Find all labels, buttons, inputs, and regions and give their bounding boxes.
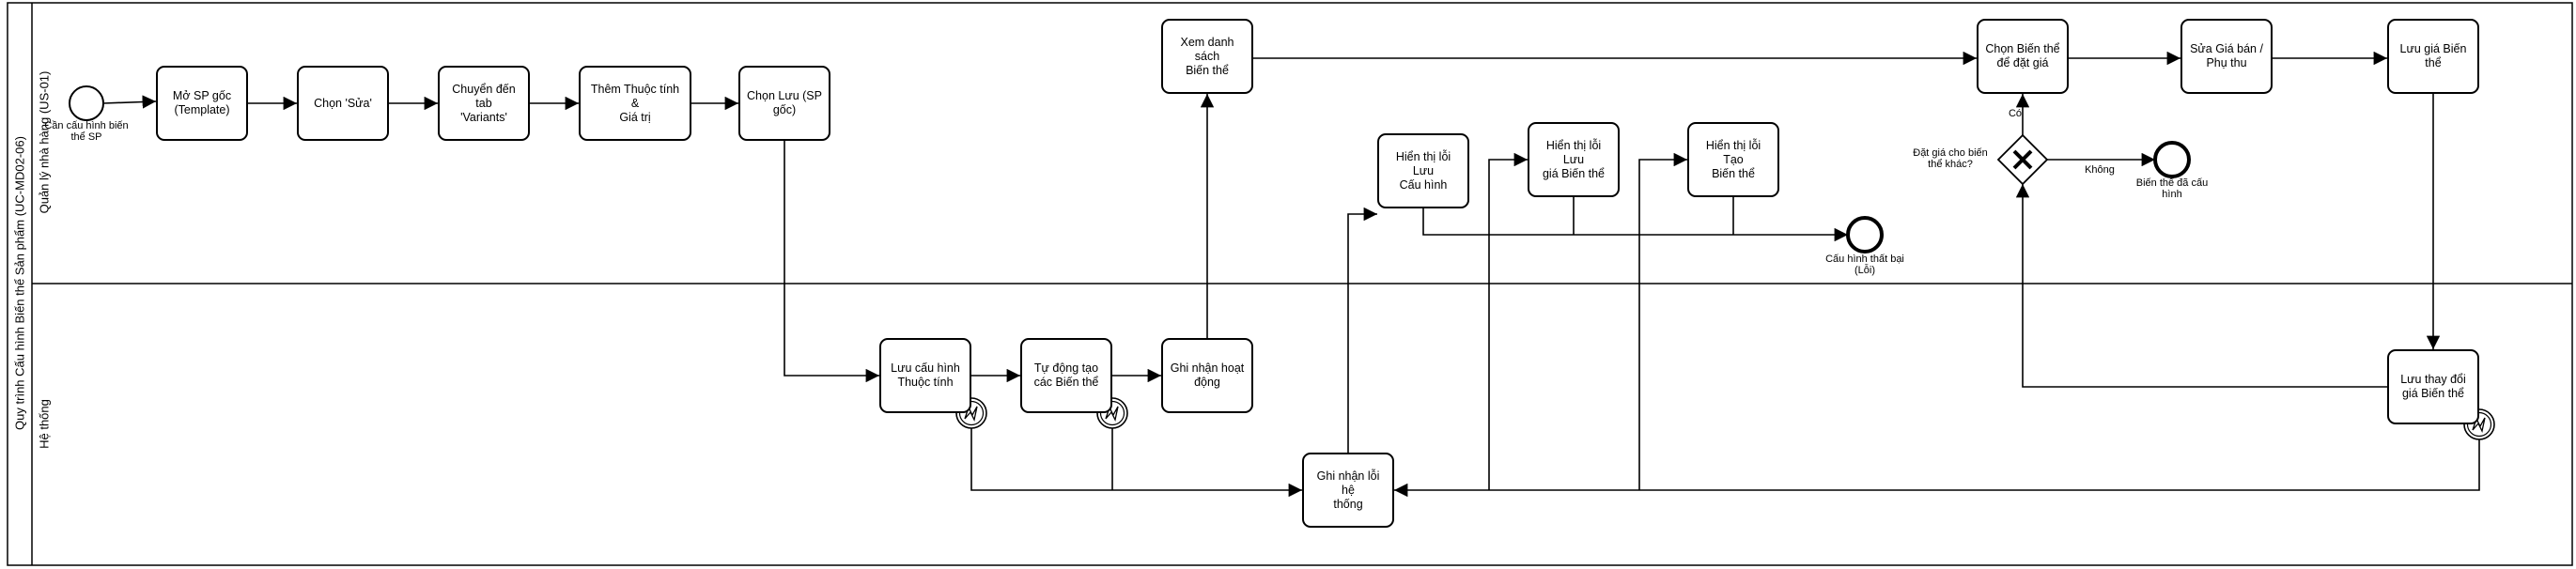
sequence-flow	[1347, 207, 1377, 453]
task-label: Lưu cấu hình Thuộc tính	[891, 361, 960, 389]
sequence-flow	[1638, 152, 1687, 490]
task-label: Ghi nhận hoạt động	[1170, 361, 1245, 389]
task-t-sys-save-price[interactable]: Lưu thay đổi giá Biến thể	[2387, 349, 2479, 424]
sequence-flow	[1422, 208, 1848, 242]
task-t-sys-err[interactable]: Ghi nhận lỗi hệ thống	[1302, 453, 1394, 528]
task-t-err-config[interactable]: Hiển thị lỗi Lưu Cấu hình	[1377, 133, 1469, 208]
sequence-flow	[970, 428, 1302, 498]
end-event-fail-label: Cấu hình thất bại (Lỗi)	[1825, 254, 1904, 276]
gateway-yes-label: Có	[2008, 108, 2023, 119]
task-t-view-list[interactable]: Xem danh sách Biến thể	[1161, 19, 1253, 94]
task-label: Lưu thay đổi giá Biến thể	[2400, 373, 2466, 400]
task-t-save[interactable]: Chọn Lưu (SP gốc)	[738, 66, 830, 141]
sequence-flow	[102, 95, 157, 109]
start-event[interactable]	[69, 85, 104, 121]
task-t-variants-tab[interactable]: Chuyển đến tab 'Variants'	[438, 66, 530, 141]
task-t-save-price[interactable]: Lưu giá Biến thể	[2387, 19, 2479, 94]
task-label: Chọn 'Sửa'	[314, 96, 372, 110]
gateway-no-label: Không	[2085, 164, 2115, 176]
task-label: Hiển thị lỗi Lưu giá Biến thể	[1542, 138, 1606, 180]
task-label: Lưu giá Biến thể	[2399, 42, 2467, 69]
end-event-ok[interactable]	[2153, 141, 2191, 178]
task-t-open[interactable]: Mở SP gốc (Template)	[156, 66, 248, 141]
task-t-sys-save-attr[interactable]: Lưu cấu hình Thuộc tính	[879, 338, 971, 413]
pool	[7, 2, 2573, 566]
task-label: Ghi nhận lỗi hệ thống	[1316, 469, 1380, 511]
sequence-flow	[784, 141, 879, 383]
task-label: Hiển thị lỗi Lưu Cấu hình	[1395, 149, 1451, 192]
sequence-flow	[1394, 439, 2480, 498]
task-label: Mở SP gốc (Template)	[172, 89, 232, 116]
task-t-sys-gen[interactable]: Tự động tạo các Biến thể	[1020, 338, 1112, 413]
task-t-err-create[interactable]: Hiển thị lỗi Tạo Biến thể	[1687, 122, 1779, 197]
task-label: Xem danh sách Biến thể	[1180, 35, 1234, 77]
task-label: Chọn Biến thể để đặt giá	[1985, 42, 2060, 69]
task-t-pick-variant[interactable]: Chọn Biến thể để đặt giá	[1977, 19, 2069, 94]
exclusive-gateway-icon[interactable]	[1996, 133, 2049, 186]
task-t-add-attr[interactable]: Thêm Thuộc tính & Giá trị	[579, 66, 691, 141]
sequence-flow	[1488, 152, 1528, 490]
task-t-edit-price[interactable]: Sửa Giá bán / Phụ thu	[2180, 19, 2273, 94]
task-label: Sửa Giá bán / Phụ thu	[2190, 42, 2263, 69]
task-label: Chuyển đến tab 'Variants'	[452, 82, 516, 124]
gateway-question: Đặt giá cho biến thể khác?	[1913, 147, 1988, 170]
sequence-flows	[102, 51, 2480, 498]
task-label: Chọn Lưu (SP gốc)	[747, 89, 822, 116]
task-t-err-price[interactable]: Hiển thị lỗi Lưu giá Biến thể	[1528, 122, 1620, 197]
task-label: Hiển thị lỗi Tạo Biến thể	[1705, 138, 1761, 180]
sequence-flow	[2015, 184, 2387, 388]
task-t-edit[interactable]: Chọn 'Sửa'	[297, 66, 389, 141]
task-t-sys-log[interactable]: Ghi nhận hoạt động	[1161, 338, 1253, 413]
pool-title: Quy trình Cấu hình Biến thể Sản phẩm (UC…	[12, 136, 27, 430]
lane-title-system: Hệ thống	[37, 399, 52, 449]
end-event-ok-label: Biến thể đã cấu hình	[2135, 177, 2209, 200]
task-label: Tự động tạo các Biến thể	[1033, 361, 1099, 389]
task-label: Thêm Thuộc tính & Giá trị	[590, 82, 680, 124]
start-event-label: Cần cấu hình biến thể SP	[44, 120, 129, 143]
end-event-fail[interactable]	[1846, 216, 1884, 254]
